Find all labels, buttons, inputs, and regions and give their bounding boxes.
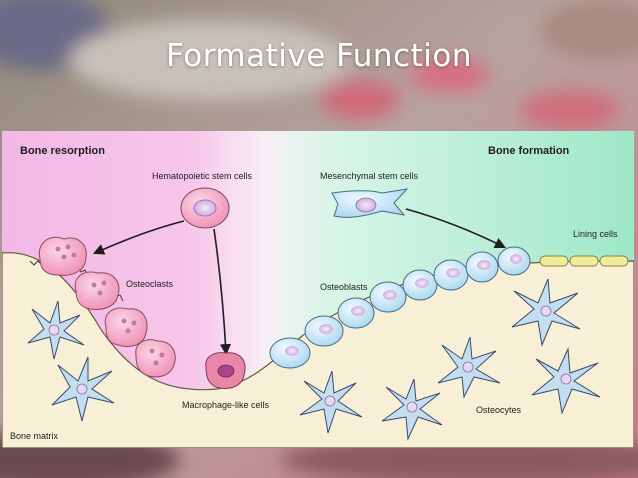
- arrow-to-osteoclasts: [92, 220, 185, 255]
- bone-resorption-header: Bone resorption: [20, 145, 105, 157]
- lining-cell: [599, 255, 629, 267]
- osteoblast-cell: [433, 259, 469, 291]
- osteocyte-group: [27, 278, 601, 441]
- osteocyte-cell: [27, 300, 85, 360]
- osteoblast-cell: [369, 281, 407, 313]
- osteoclast-cell: [74, 271, 120, 310]
- osteoblasts-label: Osteoblasts: [320, 282, 368, 292]
- osteoblast-group: [269, 246, 531, 369]
- osteocyte-cell: [51, 356, 115, 422]
- mesenchymal-stem-cell: [331, 188, 409, 218]
- hematopoietic-stem-cells-label: Hematopoietic stem cells: [152, 171, 253, 181]
- bone-matrix-label: Bone matrix: [10, 431, 59, 441]
- osteocyte-cell: [531, 347, 601, 415]
- osteoclast-cell: [135, 339, 176, 378]
- arrow-to-macrophage: [213, 228, 232, 356]
- osteocyte-cell: [511, 278, 581, 347]
- lining-cell: [539, 255, 569, 267]
- lining-cell: [569, 255, 599, 267]
- osteoblast-cell: [402, 269, 438, 301]
- lining-cell-group: [539, 255, 629, 267]
- osteocyte-cell: [381, 378, 443, 441]
- osteoblast-cell: [269, 337, 311, 369]
- osteocyte-cell: [299, 370, 363, 434]
- mesenchymal-stem-cells-label: Mesenchymal stem cells: [320, 171, 419, 181]
- osteoclast-group: [38, 236, 176, 378]
- bone-formation-header: Bone formation: [488, 145, 570, 157]
- osteocyte-cell: [437, 336, 501, 399]
- osteoblast-cell: [304, 315, 344, 347]
- osteoclasts-label: Osteoclasts: [126, 279, 174, 289]
- macrophage-like-cell: [205, 352, 246, 389]
- arrow-to-osteoblasts: [405, 208, 507, 249]
- osteoclast-cell: [38, 236, 87, 276]
- slide-title: Formative Function: [166, 38, 472, 74]
- lining-cells-label: Lining cells: [573, 229, 618, 239]
- osteoblast-cell: [497, 246, 531, 276]
- macrophage-like-cells-label: Macrophage-like cells: [182, 400, 270, 410]
- osteoblast-cell: [337, 297, 375, 329]
- bone-remodeling-diagram: Bone resorption Bone formation Hematopoi…: [2, 131, 634, 448]
- osteoclast-cell: [104, 307, 148, 347]
- osteoblast-cell: [465, 251, 499, 283]
- osteocytes-label: Osteocytes: [476, 405, 522, 415]
- hematopoietic-stem-cell: [180, 187, 230, 229]
